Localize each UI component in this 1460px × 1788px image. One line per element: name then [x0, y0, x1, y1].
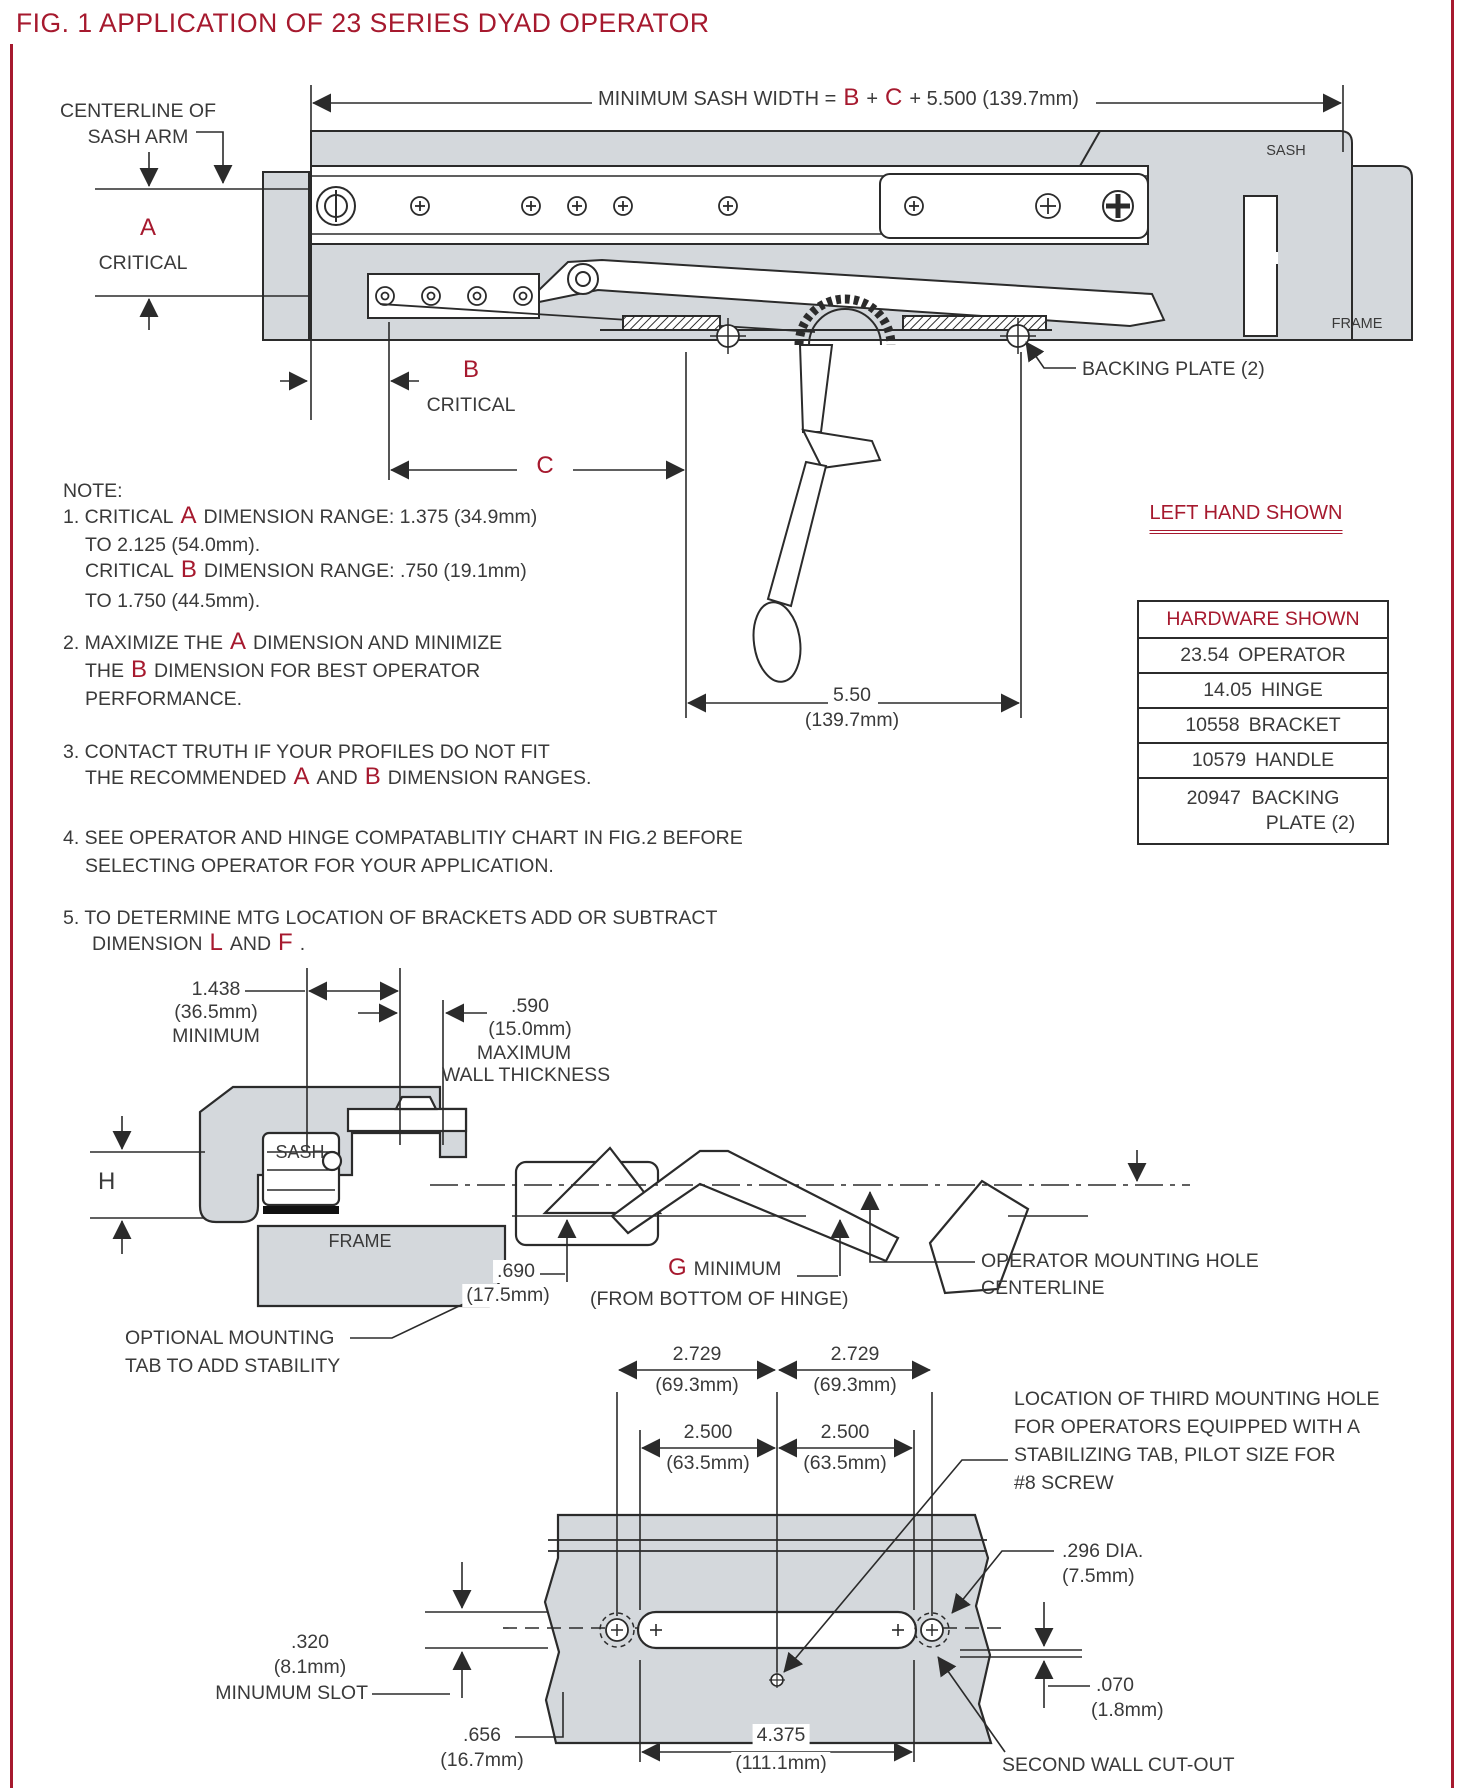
dim-g-sub: (FROM BOTTOM OF HINGE) — [590, 1288, 849, 1310]
optional-tab-line1: OPTIONAL MOUNTING — [125, 1327, 335, 1349]
dim-b-letter: B — [462, 356, 480, 383]
note-5-line-1: 5. TO DETERMINE MTG LOCATION OF BRACKETS… — [63, 907, 718, 929]
note-4-line-1: 4. SEE OPERATOR AND HINGE COMPATABLITIY … — [63, 827, 743, 849]
operator-mounting-line2: CENTERLINE — [981, 1277, 1105, 1299]
dim-070-value: .070 — [1096, 1674, 1134, 1696]
notes-heading: NOTE: — [63, 480, 123, 502]
handle-dim-value: 5.50 — [829, 684, 875, 707]
note-3-line-1: 3. CONTACT TRUTH IF YOUR PROFILES DO NOT… — [63, 741, 550, 763]
dim-320-metric: (8.1mm) — [273, 1656, 347, 1678]
dim-590-label1: MAXIMUM — [476, 1042, 572, 1064]
top-drawing — [95, 85, 1413, 718]
dim-656-metric: (16.7mm) — [440, 1749, 524, 1771]
dim-690-metric: (17.5mm) — [462, 1284, 554, 1307]
third-hole-note-line1: LOCATION OF THIRD MOUNTING HOLE — [1014, 1388, 1380, 1410]
dim-656-value: .656 — [463, 1724, 501, 1746]
dim-2729-right-metric: (69.3mm) — [809, 1374, 901, 1397]
second-wall-cutout-label: SECOND WALL CUT-OUT — [1002, 1754, 1235, 1776]
dim-1438-label: MINIMUM — [172, 1025, 260, 1047]
dim-h-letter: H — [98, 1168, 116, 1195]
note-2-line-2: THE B DIMENSION FOR BEST OPERATOR — [85, 656, 481, 683]
note-5-line-2: DIMENSION L AND F . — [92, 929, 306, 956]
third-hole-note-line3: STABILIZING TAB, PILOT SIZE FOR — [1014, 1444, 1336, 1466]
right-red-rule — [1451, 0, 1454, 1788]
dim-4375-metric: (111.1mm) — [731, 1752, 831, 1775]
third-hole-note-line4: #8 SCREW — [1014, 1472, 1114, 1494]
note-1-line-1: 1. CRITICAL A DIMENSION RANGE: 1.375 (34… — [63, 502, 538, 529]
dim-1438-metric: (36.5mm) — [174, 1001, 258, 1023]
dim-296-value: .296 DIA. — [1062, 1540, 1144, 1562]
dim-a-letter: A — [139, 214, 157, 241]
note-1-line-3: CRITICAL B DIMENSION RANGE: .750 (19.1mm… — [85, 556, 527, 583]
note-2-line-3: PERFORMANCE. — [85, 688, 243, 710]
operator-mounting-line1: OPERATOR MOUNTING HOLE — [981, 1250, 1259, 1272]
dim-590-metric: (15.0mm) — [488, 1018, 572, 1040]
dim-296-metric: (7.5mm) — [1062, 1565, 1135, 1587]
dim-a-label: CRITICAL — [98, 252, 188, 274]
formula-prefix: MINIMUM SASH WIDTH = — [598, 88, 837, 110]
dim-690-value: .690 — [493, 1260, 539, 1283]
hardware-table-header: HARDWARE SHOWN — [1166, 608, 1360, 630]
note-1-line-2: TO 2.125 (54.0mm). — [85, 534, 261, 556]
formula-plus: + — [866, 88, 879, 110]
dim-c-letter: C — [532, 452, 558, 480]
dim-2729-left-metric: (69.3mm) — [651, 1374, 743, 1397]
dim-590-value: .590 — [511, 995, 549, 1017]
dim-g: G MINIMUM — [668, 1254, 782, 1281]
dim-2729-left-value: 2.729 — [668, 1343, 726, 1366]
note-2-line-1: 2. MAXIMIZE THE A DIMENSION AND MINIMIZE — [63, 628, 503, 655]
note-1-line-4: TO 1.750 (44.5mm). — [85, 590, 261, 612]
dim-2729-right-value: 2.729 — [826, 1343, 884, 1366]
dim-070-metric: (1.8mm) — [1091, 1699, 1164, 1721]
dim-2500-right-metric: (63.5mm) — [799, 1452, 891, 1475]
note-3-line-2: THE RECOMMENDED A AND B DIMENSION RANGES… — [85, 763, 592, 790]
note-4-line-2: SELECTING OPERATOR FOR YOUR APPLICATION. — [85, 855, 554, 877]
dim-4375-value: 4.375 — [752, 1724, 810, 1747]
dim-1438-value: 1.438 — [191, 978, 241, 1000]
dim-2500-left-value: 2.500 — [679, 1421, 737, 1444]
handle-dim-metric: (139.7mm) — [800, 709, 904, 732]
frame-label-middle: FRAME — [328, 1231, 392, 1251]
dim-b-label: CRITICAL — [426, 394, 516, 416]
formula-b: B — [843, 84, 860, 111]
page-title: FIG. 1 APPLICATION OF 23 SERIES DYAD OPE… — [16, 8, 710, 38]
sash-label-top: SASH — [1266, 143, 1306, 159]
min-sash-width-formula: MINIMUM SASH WIDTH = B + C + 5.500 (139.… — [598, 84, 1079, 111]
bottom-drawing — [372, 1360, 1090, 1762]
middle-drawing — [90, 968, 1190, 1339]
third-hole-note-line2: FOR OPERATORS EQUIPPED WITH A — [1014, 1416, 1360, 1438]
sash-label-middle: SASH — [275, 1142, 325, 1162]
optional-tab-line2: TAB TO ADD STABILITY — [125, 1355, 341, 1377]
formula-c: C — [885, 84, 903, 111]
table-row: 20947 BACKING PLATE (2) — [1139, 777, 1387, 843]
dim-590-label2: WALL THICKNESS — [441, 1064, 611, 1086]
frame-label-top: FRAME — [1331, 316, 1383, 332]
dim-2500-right-value: 2.500 — [816, 1421, 874, 1444]
left-red-rule — [10, 44, 13, 1788]
dim-320-value: .320 — [291, 1631, 329, 1653]
formula-suffix: + 5.500 (139.7mm) — [909, 88, 1079, 110]
backing-plate-label: BACKING PLATE (2) — [1082, 358, 1265, 380]
dim-2500-left-metric: (63.5mm) — [662, 1452, 754, 1475]
